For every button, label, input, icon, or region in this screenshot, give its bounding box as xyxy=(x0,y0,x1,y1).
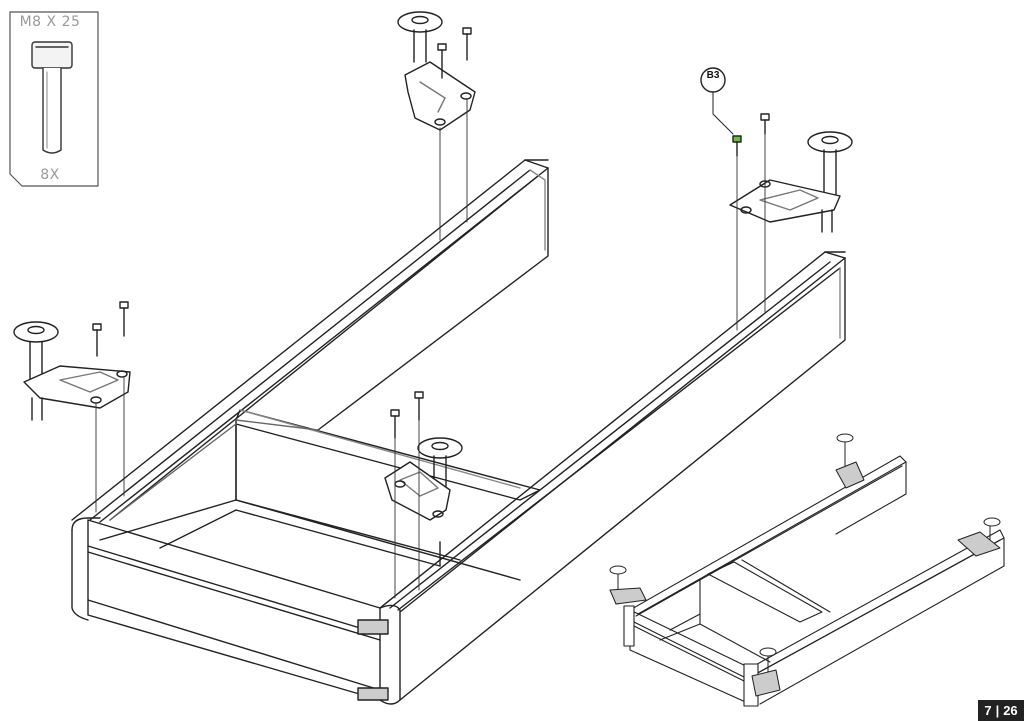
frame-main xyxy=(71,159,846,705)
screw-left-a-icon xyxy=(92,323,102,357)
parts-box xyxy=(9,11,99,187)
guide-lines-left xyxy=(95,377,125,513)
leveler-foot-center xyxy=(384,437,463,521)
page-total: 26 xyxy=(1003,703,1018,718)
screw-right-a-icon xyxy=(732,135,742,157)
screw-top-a-icon xyxy=(437,43,447,79)
inset-leveler-feet xyxy=(609,433,1001,697)
page-separator: | xyxy=(995,703,1000,718)
leveler-foot-left xyxy=(13,321,131,421)
part-size-label: M8 X 25 xyxy=(19,14,81,30)
screw-top-b-icon xyxy=(462,27,472,61)
guide-lines-top xyxy=(439,99,468,241)
leveler-foot-right xyxy=(729,131,853,233)
callout-b3 xyxy=(700,67,734,135)
frame-inset xyxy=(623,455,1005,707)
screw-right-b-icon xyxy=(760,113,770,135)
guide-lines-right xyxy=(736,133,766,331)
leveler-foot-top xyxy=(397,11,476,131)
page-current: 7 xyxy=(984,703,992,718)
screw-m8x25-icon xyxy=(31,41,73,154)
screw-center-a-icon xyxy=(390,409,400,439)
part-quantity-label: 8X xyxy=(40,167,60,183)
page-number-badge: 7 | 26 xyxy=(978,700,1024,721)
callout-label: B3 xyxy=(706,70,720,81)
screw-center-b-icon xyxy=(414,391,424,421)
screw-left-b-icon xyxy=(119,301,129,337)
guide-lines-center xyxy=(394,419,420,599)
